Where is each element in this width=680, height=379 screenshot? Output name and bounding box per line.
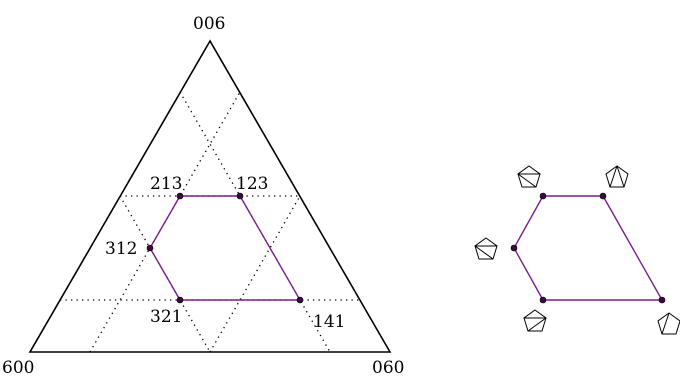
label-321: 321 (150, 307, 182, 327)
vertex-141 (296, 296, 304, 304)
pentagon-triangulation-icon (474, 237, 498, 260)
label-141: 141 (313, 312, 345, 332)
quad-vertex-left (510, 244, 518, 252)
grid-line-rising-right (209, 195, 301, 353)
label-312: 312 (105, 239, 137, 259)
pentagon-triangulation-icon (605, 165, 629, 188)
polytope-vertices (146, 192, 304, 304)
pentagon-triangulation-icon (523, 309, 547, 332)
quadrilateral-vertices (510, 192, 666, 304)
simplex-triangle (28, 39, 392, 353)
pentagon-triangulation-icon (517, 165, 541, 188)
quad-vertex-top-right (599, 192, 607, 200)
label-060: 060 (372, 358, 404, 378)
vertex-213 (176, 192, 184, 200)
vertex-321 (176, 296, 184, 304)
dotted-grid (60, 91, 360, 353)
vertex-123 (236, 192, 244, 200)
quad-vertex-bottom-right (658, 296, 666, 304)
pentagon-triangulation-icon (657, 312, 680, 335)
pentagon-triangulation-icons (474, 165, 680, 335)
label-006: 006 (193, 14, 225, 34)
quadrilateral-polytope (513, 195, 664, 301)
label-600: 600 (2, 358, 34, 378)
hexagon-polytope (149, 195, 302, 301)
label-213: 213 (150, 174, 182, 194)
vertex-312 (146, 244, 154, 252)
quad-vertex-bottom-left (539, 296, 547, 304)
grid-line-falling-right (179, 91, 331, 353)
quad-vertex-top-left (539, 192, 547, 200)
label-123: 123 (236, 174, 268, 194)
grid-line-rising-left (89, 91, 241, 353)
